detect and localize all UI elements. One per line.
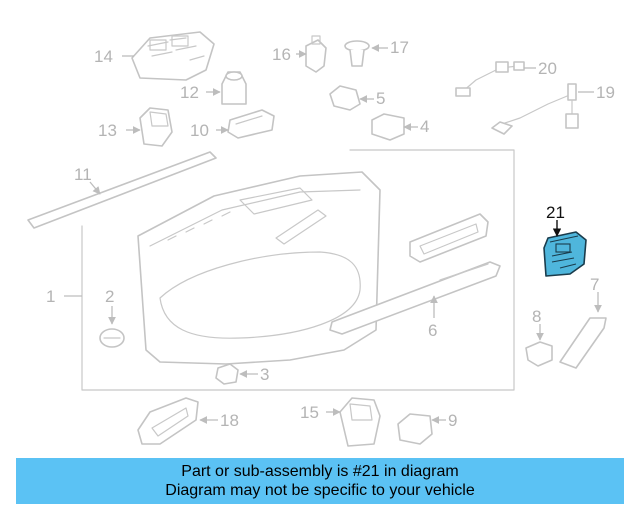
part-13-switch: [139, 107, 173, 147]
callout-19: 19: [596, 83, 615, 102]
part-4-connector: [371, 113, 405, 141]
callout-10: 10: [190, 121, 209, 140]
callout-8: 8: [532, 307, 541, 326]
part-5-bracket: [329, 85, 361, 111]
parts-diagram: 14 16 17 12 5 4 13 10: [27, 31, 615, 447]
info-banner: Part or sub-assembly is #21 in diagram D…: [16, 458, 624, 504]
callout-9: 9: [448, 411, 457, 430]
part-17-push-rivet: [344, 40, 370, 67]
callout-5: 5: [376, 89, 385, 108]
part-3-clip: [215, 363, 239, 385]
part-16-clip: [305, 35, 327, 73]
part-7-pull-strip: [559, 317, 607, 369]
callout-12: 12: [180, 83, 199, 102]
callout-2: 2: [105, 287, 114, 306]
callout-7: 7: [590, 275, 599, 294]
callout-20: 20: [538, 59, 557, 78]
part-1-door-trim-panel: [81, 149, 515, 391]
callout-11: 11: [74, 165, 92, 184]
part-10-long-switch: [227, 109, 275, 139]
callout-4: 4: [420, 117, 429, 136]
banner-line-part-info: Part or sub-assembly is #21 in diagram: [181, 463, 459, 480]
callout-6: 6: [428, 321, 437, 340]
part-6-trim-strip: [329, 261, 501, 335]
part-15-switch: [339, 397, 381, 447]
banner-line-disclaimer: Diagram may not be specific to your vehi…: [165, 482, 475, 499]
leader-11: [89, 181, 101, 195]
part-inner-handle: [409, 213, 489, 263]
callout-16: 16: [272, 45, 291, 64]
part-19-cable: [491, 83, 579, 135]
callout-3: 3: [260, 365, 269, 384]
callout-17: 17: [390, 38, 409, 57]
part-9-switch: [397, 413, 433, 445]
part-14-window-switch: [131, 31, 215, 81]
callout-15: 15: [300, 403, 319, 422]
part-8-bracket: [525, 341, 553, 367]
part-18-handle-bezel: [137, 397, 199, 445]
part-12-knob: [221, 71, 247, 105]
callout-1: 1: [46, 287, 55, 306]
callout-13: 13: [98, 121, 117, 140]
part-20-wiring-harness: [455, 61, 525, 97]
callout-14: 14: [94, 47, 113, 66]
part-11-weatherstrip: [27, 151, 217, 229]
callout-18: 18: [220, 411, 239, 430]
part-21-control-module: [543, 231, 587, 277]
part-2-screw: [99, 328, 125, 348]
callout-21: 21: [546, 203, 565, 222]
